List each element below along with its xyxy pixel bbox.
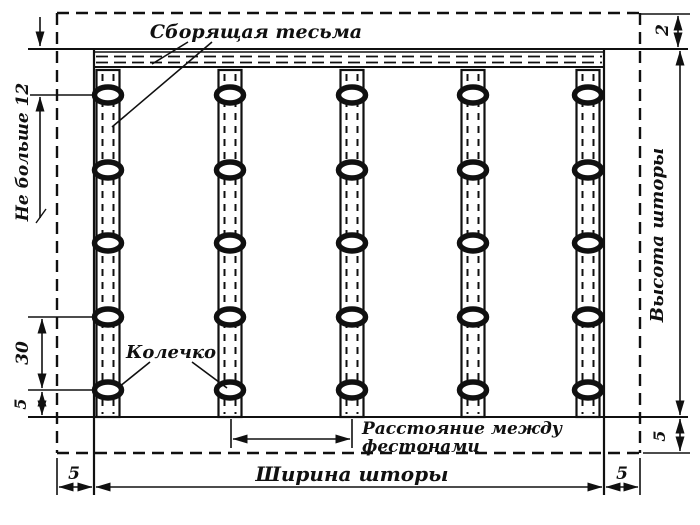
ring <box>571 84 605 106</box>
ring <box>91 379 125 401</box>
scallop-tape <box>335 68 369 419</box>
ring <box>456 306 490 328</box>
dim-top-hem-value: 2 <box>653 24 673 37</box>
dim-bottom-ring-offset-value: 5 <box>11 398 30 409</box>
scallop-tapes <box>91 68 605 419</box>
ring <box>456 84 490 106</box>
max-ring-spacing-label: Не больше 12 <box>13 83 33 223</box>
ring <box>456 159 490 181</box>
dimension-festoon-distance: Расстояние между фестонами <box>230 419 563 457</box>
ring <box>91 306 125 328</box>
dim-ring-spacing-value: 30 <box>13 341 33 365</box>
ring <box>335 159 369 181</box>
gathering-tape-callout: Сборящая тесьма <box>111 21 362 128</box>
dimension-curtain-height: Высота шторы <box>647 50 685 416</box>
ring <box>335 84 369 106</box>
ring <box>91 159 125 181</box>
ring <box>213 379 247 401</box>
dimension-ring-spacing: 30 <box>13 316 97 391</box>
festoon-distance-label-line2: фестонами <box>362 437 480 457</box>
dimension-max-ring-spacing: Не больше 12 <box>13 83 97 224</box>
ring-label: Колечко <box>125 342 216 363</box>
ring <box>335 306 369 328</box>
ring <box>91 84 125 106</box>
dimension-right-bottom-hem: 5 <box>643 418 690 454</box>
gathering-tape-band <box>94 51 604 68</box>
ring-callout: Колечко <box>118 342 228 389</box>
ring <box>571 159 605 181</box>
scallop-tape <box>571 68 605 419</box>
dim-bottom-side-hem-value: 5 <box>650 430 669 441</box>
ring <box>213 84 247 106</box>
dim-right-hem-value: 5 <box>616 464 628 484</box>
ring <box>335 232 369 254</box>
festoon-distance-label-line1: Расстояние между <box>361 419 563 439</box>
ring <box>571 232 605 254</box>
scallop-tape <box>213 68 247 419</box>
scallop-tape <box>456 68 490 419</box>
curtain-width-label: Ширина шторы <box>255 462 449 486</box>
ring <box>571 306 605 328</box>
ring <box>213 232 247 254</box>
scallop-tape <box>91 68 125 419</box>
dashed-outline-border <box>55 11 642 455</box>
dimension-curtain-width: 5 5 Ширина шторы <box>56 458 641 495</box>
ring <box>571 379 605 401</box>
dim-left-hem-value: 5 <box>68 464 80 484</box>
dimension-bottom-ring-offset: 5 <box>11 391 47 416</box>
ring <box>213 159 247 181</box>
gathering-tape-label: Сборящая тесьма <box>150 21 362 43</box>
dimension-top-hem: 2 <box>640 13 690 48</box>
ring <box>91 232 125 254</box>
ring <box>456 379 490 401</box>
ring <box>213 306 247 328</box>
ring <box>335 379 369 401</box>
curtain-height-label: Высота шторы <box>647 148 668 323</box>
ring <box>456 232 490 254</box>
